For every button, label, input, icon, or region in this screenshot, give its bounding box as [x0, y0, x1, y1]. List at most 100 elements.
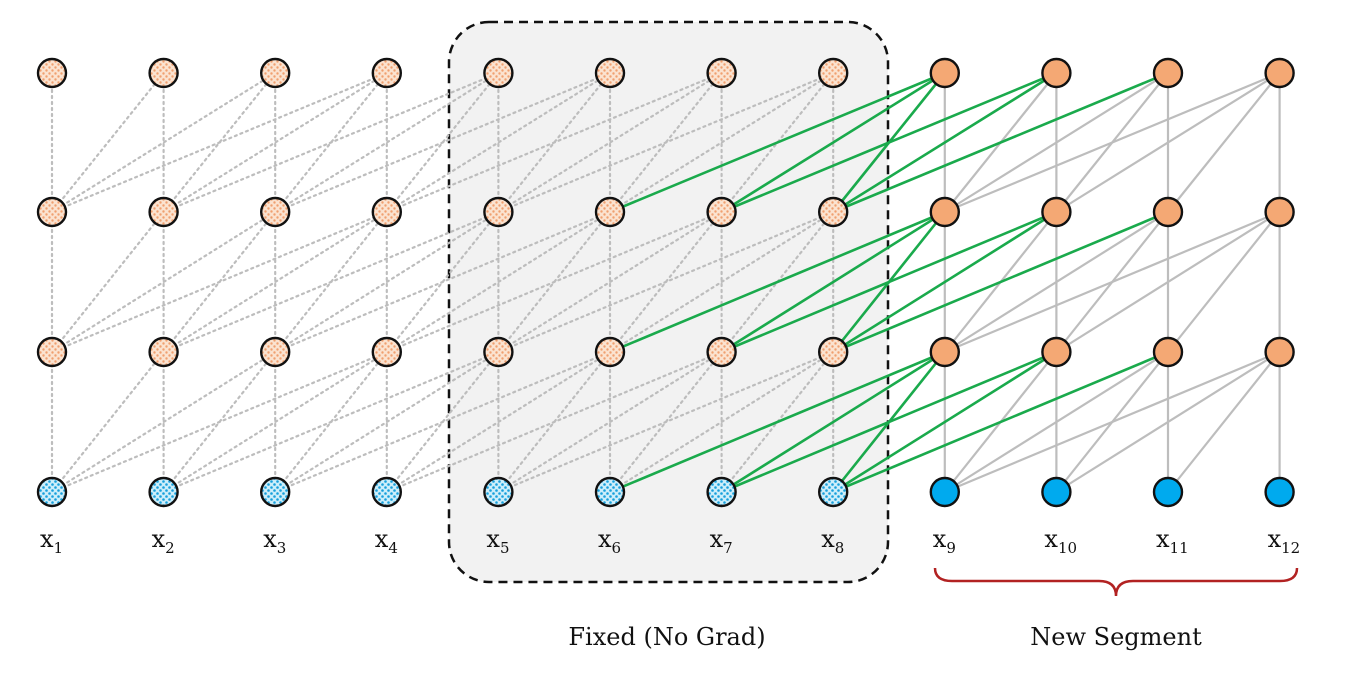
hidden-node: [148, 196, 179, 228]
input-node: [36, 476, 68, 508]
hidden-node: [1152, 57, 1184, 89]
recurrent-edge: [721, 350, 1057, 494]
cached-edge: [50, 210, 165, 354]
hidden-node: [706, 196, 737, 228]
hidden-node: [1152, 196, 1184, 228]
attention-edge: [1167, 72, 1281, 213]
cached-edge: [608, 71, 835, 214]
input-node: [706, 476, 737, 508]
cached-edge: [162, 350, 500, 494]
cached-edge: [50, 210, 388, 354]
attention-edge: [944, 72, 1169, 213]
cached-edge: [50, 71, 388, 214]
token-label: x9: [933, 525, 956, 557]
recurrent-edge: [832, 350, 1058, 494]
hidden-node: [706, 336, 737, 368]
fixed-no-grad-label: Fixed (No Grad): [568, 623, 765, 651]
cached-edge: [497, 71, 723, 214]
cached-edge: [608, 350, 835, 494]
hidden-node: [818, 57, 849, 89]
input-node: [594, 476, 626, 508]
token-label: x3: [263, 525, 286, 557]
cached-edge: [162, 350, 388, 494]
hidden-node: [36, 336, 68, 368]
input-node: [818, 476, 849, 508]
cached-edge: [50, 350, 165, 494]
attention-edge: [1055, 211, 1281, 353]
cached-edge: [274, 71, 500, 214]
input-node: [1152, 476, 1184, 508]
hidden-node: [1264, 196, 1295, 228]
hidden-node: [260, 57, 291, 89]
hidden-node: [483, 57, 514, 89]
new-segment-label: New Segment: [1030, 623, 1202, 651]
cached-edge: [608, 210, 835, 354]
recurrent-edge: [832, 71, 1058, 214]
hidden-node: [929, 196, 960, 228]
cached-edge: [274, 350, 500, 494]
token-label: x1: [40, 525, 63, 557]
token-label: x11: [1156, 525, 1189, 557]
attention-edge: [1055, 72, 1281, 213]
cached-edge: [274, 210, 500, 354]
attention-edge: [944, 211, 1169, 353]
cached-edge: [162, 210, 500, 354]
hidden-node: [371, 196, 402, 228]
input-node: [483, 476, 514, 508]
recurrent-edge: [832, 71, 1169, 214]
token-label: x5: [486, 525, 509, 557]
solid-edges-group: [943, 71, 1281, 494]
hidden-node: [1264, 336, 1295, 368]
token-label: x8: [821, 525, 844, 557]
cached-edge: [162, 71, 388, 214]
attention-edge: [1055, 351, 1281, 493]
hidden-node: [1152, 336, 1184, 368]
attention-edge: [944, 350, 1281, 494]
cached-edge: [385, 210, 723, 354]
recurrent-edge: [832, 350, 1169, 494]
token-label: x4: [375, 525, 398, 557]
cached-edge: [385, 71, 612, 214]
token-label: x10: [1044, 525, 1077, 557]
input-node: [1264, 476, 1295, 508]
fixed-segment-box: [447, 20, 890, 584]
recurrent-edges-group: [609, 71, 1169, 494]
input-node: [260, 476, 291, 508]
cached-edge: [385, 71, 723, 214]
hidden-node: [1041, 57, 1072, 89]
new-segment-brace: [933, 567, 1299, 597]
cached-edge: [385, 350, 723, 494]
recurrent-edge: [720, 350, 946, 494]
token-label: x2: [152, 525, 175, 557]
hidden-node: [929, 336, 960, 368]
recurrent-edge: [609, 350, 946, 494]
hidden-node: [594, 57, 626, 89]
token-label: x12: [1268, 525, 1301, 557]
hidden-node: [260, 196, 291, 228]
hidden-node: [1264, 57, 1295, 89]
cached-edge: [50, 71, 277, 214]
recurrent-edge: [721, 71, 1057, 214]
cached-edge: [50, 71, 165, 214]
hidden-node: [371, 336, 402, 368]
recurrent-edge: [832, 210, 1058, 354]
recurrent-edge: [720, 210, 946, 354]
recurrent-edge: [609, 210, 946, 354]
cached-edge: [497, 350, 835, 494]
cached-edge: [162, 210, 388, 354]
recurrent-edge: [609, 71, 946, 214]
cached-edge: [497, 210, 723, 354]
cached-edge: [385, 350, 612, 494]
token-label: x7: [710, 525, 733, 557]
cached-edge: [50, 210, 277, 354]
hidden-node: [148, 57, 179, 89]
hidden-node: [36, 196, 68, 228]
hidden-node: [1041, 336, 1072, 368]
hidden-node: [260, 336, 291, 368]
cached-edge: [50, 350, 277, 494]
hidden-node: [1041, 196, 1072, 228]
nodes-group: [36, 57, 1295, 508]
cached-edge: [497, 350, 723, 494]
